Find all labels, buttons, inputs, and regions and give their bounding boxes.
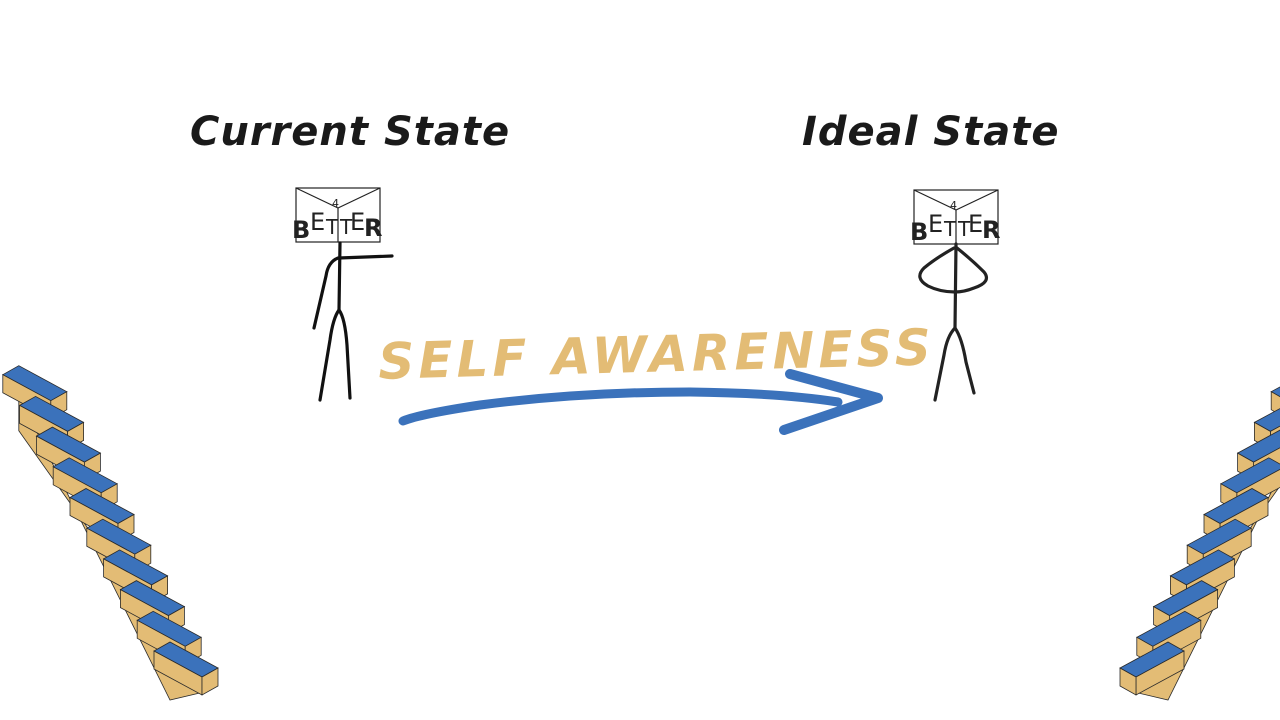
- book-head-icon: 4 B E T T E R: [292, 187, 382, 244]
- stair-face: [1270, 386, 1280, 398]
- stair-face: [1270, 391, 1280, 416]
- book-letter: B: [292, 216, 310, 244]
- stair-face: [1119, 667, 1137, 696]
- current-state-heading: Current State: [190, 109, 510, 155]
- book-number: 4: [332, 197, 339, 210]
- book-letter: T: [943, 217, 957, 241]
- stick-figure-pointing-icon: 4 B E T T E R: [292, 187, 394, 402]
- book-letter: E: [310, 208, 325, 236]
- book-letter: T: [957, 217, 971, 241]
- book-number: 4: [950, 199, 957, 212]
- book-letter: B: [910, 218, 928, 246]
- stick-figure-hands-on-hips-icon: 4 B E T T E R: [910, 189, 1000, 402]
- self-awareness-label: SELF AWARENESS: [378, 318, 936, 391]
- book-letter: R: [364, 214, 382, 242]
- book-letter: T: [339, 215, 353, 239]
- ideal-state-heading: Ideal State: [802, 109, 1059, 155]
- book-letter: E: [968, 210, 983, 238]
- book-letter: T: [325, 215, 339, 239]
- staircase-icon: [1119, 386, 1280, 701]
- stair-face: [201, 667, 219, 696]
- curved-arrow-icon: [398, 369, 883, 435]
- book-letter: E: [350, 208, 365, 236]
- book-letter: R: [982, 216, 1000, 244]
- book-head-icon: 4 B E T T E R: [910, 189, 1000, 246]
- book-letter: E: [928, 210, 943, 238]
- staircase-icon: [1, 365, 219, 701]
